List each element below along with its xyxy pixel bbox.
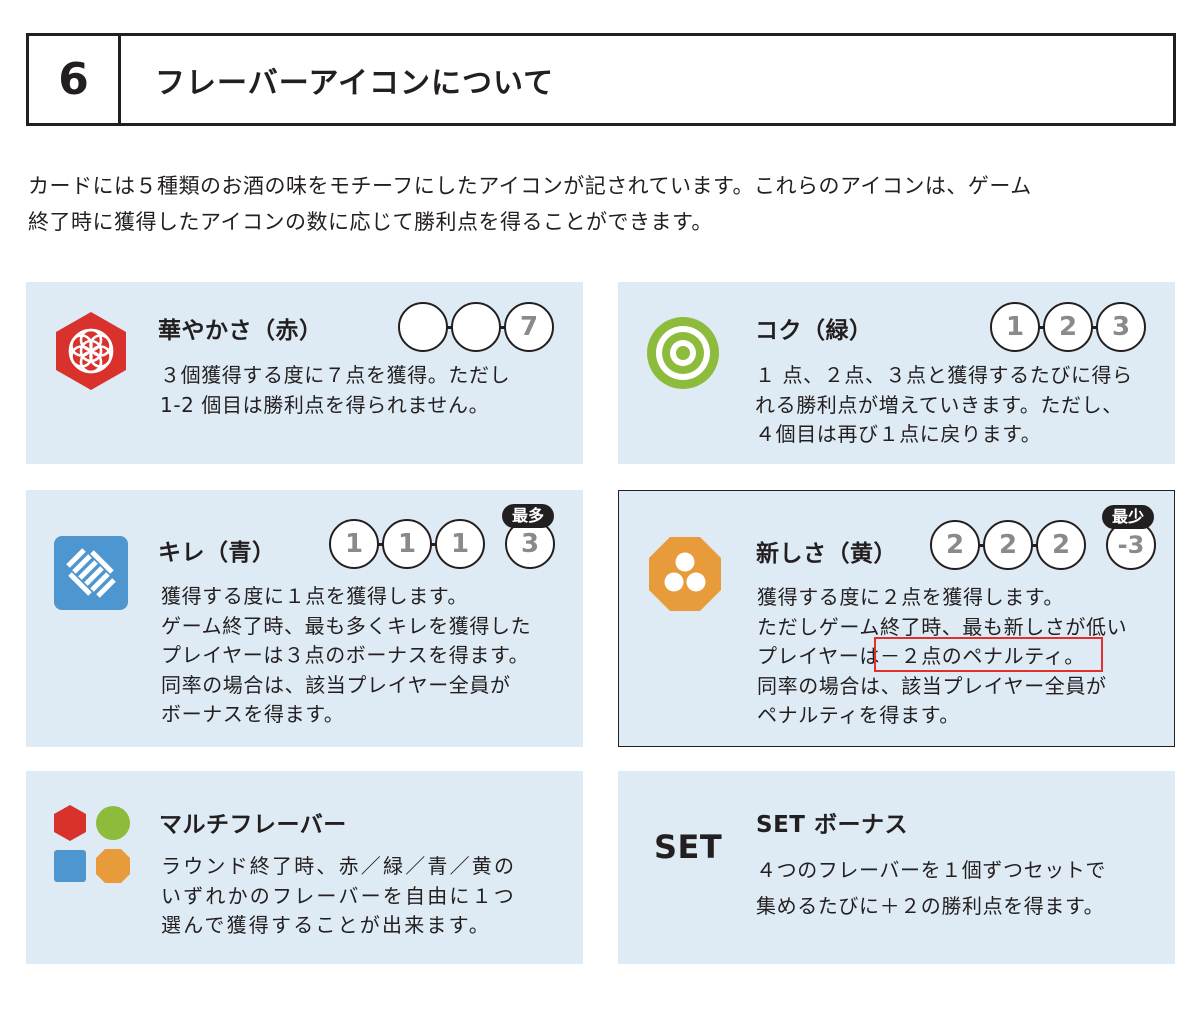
track-link bbox=[1088, 326, 1100, 329]
score-circle: 2 bbox=[1036, 520, 1086, 570]
score-circle: 2 bbox=[1043, 302, 1093, 352]
score-circle: 7 bbox=[504, 302, 554, 352]
set-icon: SET bbox=[654, 828, 723, 866]
panel-title: SET ボーナス bbox=[756, 812, 908, 838]
panel-multi-flavor: マルチフレーバー ラウンド終了時、赤／緑／青／黄の いずれかのフレーバーを自由に… bbox=[26, 771, 583, 964]
least-badge: 最少 bbox=[1102, 505, 1155, 529]
track-link bbox=[374, 543, 386, 546]
panel-body: ３個獲得する度に７点を獲得。ただし 1-2 個目は勝利点を得られません。 bbox=[160, 361, 510, 420]
panel-body: 獲得する度に１点を獲得します。 ゲーム終了時、最も多くキレを獲得した プレイヤー… bbox=[161, 582, 531, 730]
body-line: ４つのフレーバーを１個ずつセットで bbox=[756, 858, 1106, 882]
body-line: 集めるたびに＋２の勝利点を得ます。 bbox=[756, 894, 1105, 918]
track-link bbox=[496, 326, 508, 329]
body-line: 同率の場合は、該当プレイヤー全員が bbox=[757, 673, 1107, 698]
panel-body: 獲得する度に２点を獲得します。 ただしゲーム終了時、最も新しさが低い プレイヤー… bbox=[757, 583, 1127, 731]
panel-set-bonus: SET SET ボーナス ４つのフレーバーを１個ずつセットで 集めるたびに＋２の… bbox=[618, 771, 1175, 964]
body-line: ３個獲得する度に７点を獲得。ただし bbox=[160, 363, 511, 387]
body-line: プレイヤーは－２点のペナルティ。 bbox=[757, 644, 1085, 668]
panel-koku: コク（緑） 1 2 3 １ 点、２点、３点と獲得するたびに得ら れる勝利点が増え… bbox=[618, 282, 1175, 464]
body-line: プレイヤーは３点のボーナスを得ます。 bbox=[161, 643, 530, 667]
section-header: 6 フレーバーアイコンについて bbox=[26, 33, 1176, 126]
three-dots-octagon-icon bbox=[649, 537, 721, 611]
score-circle: 1 bbox=[435, 519, 485, 569]
section-number: 6 bbox=[29, 36, 121, 123]
panel-atarashisa: 新しさ（黄） 2 2 2 -3 最少 獲得する度に２点を獲得します。 ただしゲー… bbox=[618, 490, 1175, 747]
panel-body: １ 点、２点、３点と獲得するたびに得ら れる勝利点が増えていきます。ただし、 ４… bbox=[755, 361, 1133, 450]
score-track: 1 1 1 3 bbox=[329, 519, 555, 569]
panel-body: ラウンド終了時、赤／緑／青／黄の いずれかのフレーバーを自由に１つ 選んで獲得す… bbox=[161, 852, 516, 941]
body-line: 獲得する度に２点を獲得します。 bbox=[757, 585, 1064, 609]
score-track: 2 2 2 -3 bbox=[930, 520, 1156, 570]
body-line: ただしゲーム終了時、最も新しさが低い bbox=[757, 614, 1128, 639]
track-link bbox=[1035, 326, 1047, 329]
panel-title: 新しさ（黄） bbox=[756, 541, 897, 567]
panel-title: キレ（青） bbox=[158, 540, 276, 566]
score-circle: 1 bbox=[382, 519, 432, 569]
panel-title: マルチフレーバー bbox=[159, 812, 347, 838]
intro-line-1: カードには５種類のお酒の味をモチーフにしたアイコンが記されています。これらのアイ… bbox=[28, 174, 1032, 198]
most-badge: 最多 bbox=[502, 504, 555, 528]
panel-title: 華やかさ（赤） bbox=[158, 318, 323, 344]
panel-hanayaka: 華やかさ（赤） 7 ３個獲得する度に７点を獲得。ただし 1-2 個目は勝利点を得… bbox=[26, 282, 583, 464]
intro-text: カードには５種類のお酒の味をモチーフにしたアイコンが記されています。これらのアイ… bbox=[28, 168, 1178, 240]
body-line: １ 点、２点、３点と獲得するたびに得ら bbox=[755, 363, 1133, 387]
body-line: いずれかのフレーバーを自由に１つ bbox=[161, 883, 516, 908]
intro-line-2: 終了時に獲得したアイコンの数に応じて勝利点を得ることができます。 bbox=[28, 210, 713, 234]
body-line: 同率の場合は、該当プレイヤー全員が bbox=[161, 672, 511, 697]
score-circle bbox=[398, 302, 448, 352]
panel-body: ４つのフレーバーを１個ずつセットで 集めるたびに＋２の勝利点を得ます。 bbox=[756, 852, 1106, 924]
body-line: 1-2 個目は勝利点を得られません。 bbox=[160, 392, 490, 417]
flower-hexagon-icon bbox=[56, 312, 126, 390]
body-line: 獲得する度に１点を獲得します。 bbox=[161, 584, 468, 608]
score-circle: 1 bbox=[990, 302, 1040, 352]
four-shapes-icon bbox=[54, 805, 130, 883]
panel-title: コク（緑） bbox=[755, 318, 873, 344]
score-circle: 2 bbox=[930, 520, 980, 570]
body-line: ４個目は再び１点に戻ります。 bbox=[755, 422, 1042, 446]
body-line: ペナルティを得ます。 bbox=[757, 703, 960, 727]
penalty-highlight bbox=[874, 637, 1103, 672]
score-track: 7 bbox=[398, 302, 554, 352]
score-circle: 1 bbox=[329, 519, 379, 569]
score-circle bbox=[451, 302, 501, 352]
track-link bbox=[975, 544, 987, 547]
track-link bbox=[1028, 544, 1040, 547]
panel-kire: キレ（青） 1 1 1 3 最多 獲得する度に１点を獲得します。 ゲーム終了時、… bbox=[26, 490, 583, 747]
diagonal-weave-icon bbox=[54, 536, 128, 610]
body-line: ラウンド終了時、赤／緑／青／黄の bbox=[161, 854, 517, 878]
body-line: 選んで獲得することが出来ます。 bbox=[161, 913, 491, 937]
body-line: ゲーム終了時、最も多くキレを獲得した bbox=[161, 613, 532, 638]
section-title: フレーバーアイコンについて bbox=[155, 65, 555, 101]
track-link bbox=[443, 326, 455, 329]
score-circle: 2 bbox=[983, 520, 1033, 570]
track-link bbox=[427, 543, 439, 546]
score-circle: 3 bbox=[1096, 302, 1146, 352]
score-track: 1 2 3 bbox=[990, 302, 1146, 352]
concentric-circles-icon bbox=[647, 317, 719, 389]
body-line: ボーナスを得ます。 bbox=[161, 702, 345, 726]
body-line: れる勝利点が増えていきます。ただし、 bbox=[755, 392, 1123, 417]
